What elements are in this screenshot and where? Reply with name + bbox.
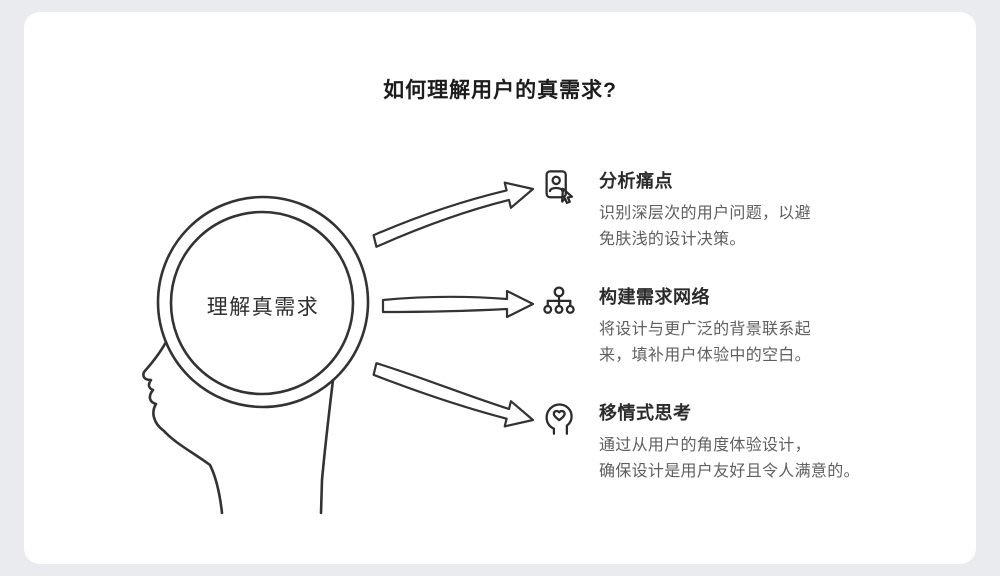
arrow-top [372,181,535,248]
head-outline-circle [156,195,370,409]
item-description: 将设计与更广泛的背景联系起 来，填补用户体验中的空白。 [599,321,811,364]
item-title: 移情式思考 [599,403,692,423]
neck-back-line [319,378,335,515]
item-description: 识别深层次的用户问题，以避 免肤浅的设计决策。 [599,205,811,248]
hierarchy-network-icon [541,284,577,320]
arrow-bottom [372,362,535,428]
item-title: 分析痛点 [599,171,673,191]
arrow-middle [381,289,535,319]
arrows [372,181,535,428]
item-description: 通过从用户的角度体验设计， 确保设计是用户友好且令人满意的。 [599,437,860,480]
infographic-card [24,12,976,564]
item-text: 移情式思考 通过从用户的角度体验设计， 确保设计是用户友好且令人满意的。 [599,400,860,485]
brain-label: 理解真需求 [206,296,320,319]
page-title: 如何理解用户的真需求? [383,79,617,102]
user-card-pointer-icon [541,168,577,204]
item-analyze-pain-points: 分析痛点 识别深层次的用户问题，以避 免肤浅的设计决策。 [541,168,811,253]
item-build-needs-network: 构建需求网络 将设计与更广泛的背景联系起 来，填补用户体验中的空白。 [541,284,811,369]
empathy-head-icon [541,400,577,436]
item-empathetic-thinking: 移情式思考 通过从用户的角度体验设计， 确保设计是用户友好且令人满意的。 [541,400,860,485]
item-title: 构建需求网络 [599,287,710,307]
brain-circle [169,210,355,396]
item-text: 分析痛点 识别深层次的用户问题，以避 免肤浅的设计决策。 [599,168,811,253]
face-profile-line [142,340,224,515]
head-sketch [142,195,370,515]
item-text: 构建需求网络 将设计与更广泛的背景联系起 来，填补用户体验中的空白。 [599,284,811,369]
